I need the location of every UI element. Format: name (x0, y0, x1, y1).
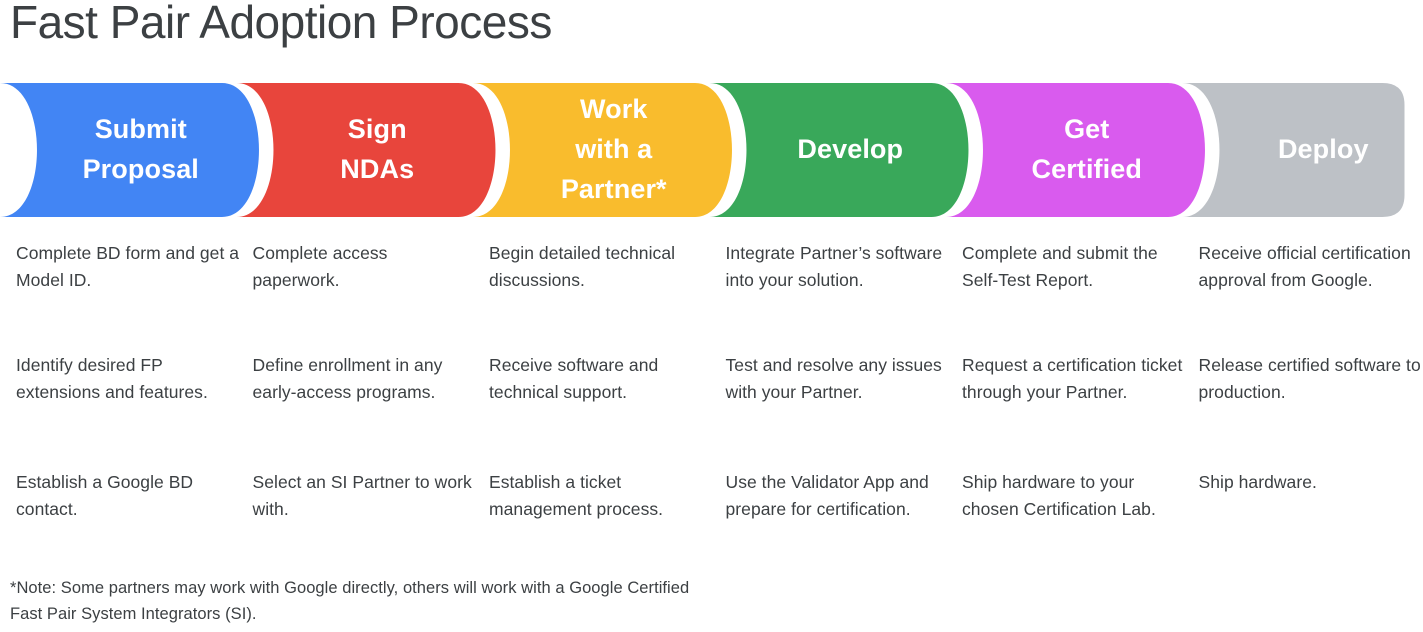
stage-bullet: Request a certification ticket through y… (962, 355, 1183, 402)
stage-bullet: Test and resolve any issues with your Pa… (725, 355, 942, 402)
stage-bullet: Select an SI Partner to work with. (252, 472, 472, 519)
stage-bullet: Define enrollment in any early-access pr… (252, 355, 443, 402)
stage-bullet: Identify desired FP extensions and featu… (16, 355, 208, 402)
chevron-green (709, 83, 969, 217)
chevron-shapes (0, 83, 1405, 217)
chevron-yellow (473, 83, 732, 217)
stage-bullet: Use the Validator App and prepare for ce… (725, 472, 929, 519)
stage-bullet: Integrate Partner’s software into your s… (725, 243, 943, 290)
chevron-gray (1182, 83, 1405, 217)
stage-bullet: Ship hardware to your chosen Certificati… (962, 472, 1156, 519)
stage-bullet: Ship hardware. (1198, 472, 1317, 492)
stage-bullet: Establish a ticket management process. (489, 472, 664, 519)
stage-bullet: Establish a Google BD contact. (16, 472, 194, 519)
chevron-label-text: Develop (797, 134, 904, 165)
stage-bullet: Complete and submit the Self-Test Report… (962, 243, 1158, 290)
chevron-magenta (946, 83, 1205, 217)
page-title: Fast Pair Adoption Process (10, 0, 552, 48)
stage-bullet: Release certified software to production… (1198, 355, 1421, 402)
stage-bullet: Receive official certification approval … (1198, 243, 1411, 290)
stage-bullet: Complete access paperwork. (252, 243, 388, 290)
stage-bullet: Receive software and technical support. (489, 355, 659, 402)
chevron-label-gray[interactable]: Deploy (1217, 83, 1423, 217)
stage-bullet: Begin detailed technical discussions. (489, 243, 676, 290)
chevron-blue (0, 83, 259, 217)
stage-bullet: Complete BD form and get a Model ID. (16, 243, 240, 290)
chevron-label-text: Deploy (1277, 134, 1369, 165)
footnote-note: *Note: Some partners may work with Googl… (10, 579, 690, 623)
chevron-red (236, 83, 496, 217)
chevron-label-green[interactable]: Develop (744, 83, 958, 217)
stage-detail-columns: Complete BD form and get a Model ID. Iden… (0, 240, 1423, 560)
